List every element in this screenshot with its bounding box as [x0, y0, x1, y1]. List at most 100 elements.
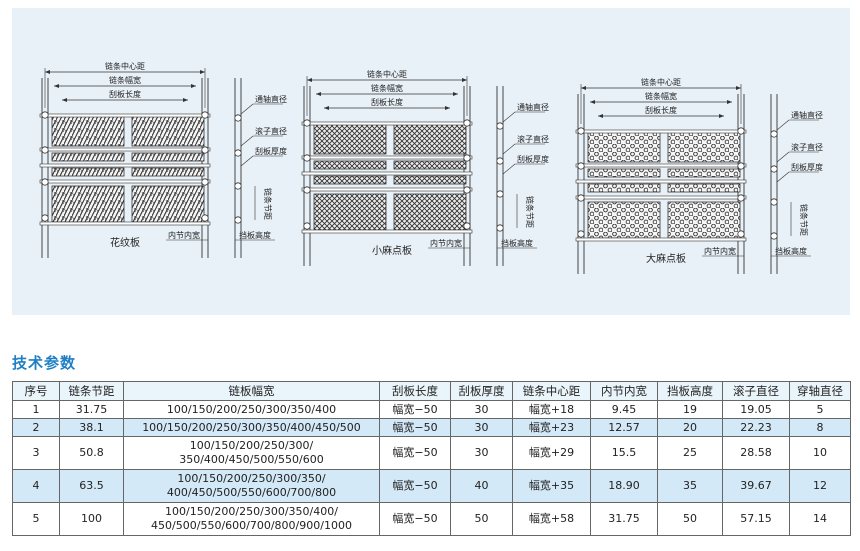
cell-center-distance: 幅宽+29	[512, 436, 591, 470]
roller	[737, 127, 745, 135]
header-no: 序号	[12, 381, 60, 401]
arrow-head	[590, 100, 595, 104]
side-roller	[234, 216, 242, 224]
plate-caption: 大麻点板	[646, 252, 686, 265]
arrow-head	[191, 84, 196, 88]
width-line: 100/150/200/250/300/350/400/450/500	[142, 420, 361, 434]
dimension-label: 链条中心距	[641, 77, 681, 87]
header-center-distance: 链条中心距	[512, 381, 591, 401]
dimension-label: 刮板长度	[371, 97, 403, 107]
cell-center-distance: 幅宽+35	[512, 469, 591, 503]
width-line: 400/450/500/550/600/700/800	[166, 486, 337, 499]
width-line: 350/400/450/500/550/600	[179, 453, 324, 466]
arrow-head	[45, 70, 50, 74]
roller	[303, 154, 311, 162]
roller	[577, 127, 585, 135]
roller	[201, 214, 209, 222]
arrow-head	[183, 98, 188, 102]
side-roller	[234, 114, 242, 122]
cross-bar	[39, 147, 211, 152]
cell-roller-diameter: 22.23	[722, 418, 790, 437]
leader-line	[776, 151, 790, 163]
plate-section	[51, 185, 125, 223]
side-roller	[496, 122, 504, 130]
plate-caption: 花纹板	[110, 236, 140, 249]
cell-no: 4	[12, 469, 60, 503]
baffle-height-label: 挡板高度	[239, 230, 271, 240]
leader-line	[502, 143, 516, 155]
roller	[201, 146, 209, 154]
cell-width: 100/150/200/250/300/350/400/450/500/550/…	[123, 469, 380, 503]
leader-line	[776, 119, 790, 131]
cell-pitch: 63.5	[59, 469, 124, 503]
roller	[577, 194, 585, 202]
dimension-label: 链条幅宽	[645, 91, 677, 101]
cell-thickness: 30	[450, 418, 513, 437]
cell-shaft-diameter: 14	[789, 502, 851, 536]
width-line: 100/150/200/250/300/350/	[177, 472, 326, 485]
plate-section	[667, 183, 741, 193]
cross-bar	[575, 237, 747, 242]
plate-section	[667, 201, 741, 239]
arrow-head	[598, 114, 603, 118]
leader-line	[240, 103, 254, 115]
arrow-head	[54, 84, 59, 88]
cell-baffle-height: 35	[657, 469, 723, 503]
cell-width: 100/150/200/250/300/350/400	[123, 400, 380, 419]
cell-no: 3	[12, 436, 60, 470]
table-header-row: 序号链条节距链板幅宽刮板长度刮板厚度链条中心距内节内宽挡板高度滚子直径穿轴直径	[12, 381, 851, 401]
side-label: 滚子直径	[791, 142, 823, 152]
cell-scraper-length: 幅宽−50	[379, 502, 451, 536]
cross-bar	[39, 163, 211, 168]
side-roller	[496, 224, 504, 232]
cell-width: 100/150/200/250/300/350/400/450/500/550/…	[123, 436, 380, 470]
cell-baffle-height: 19	[657, 400, 723, 419]
plate-section	[393, 160, 467, 170]
dimension-label: 链条中心距	[105, 61, 145, 71]
width-line: 100/150/200/250/300/	[189, 439, 314, 452]
roller	[577, 230, 585, 238]
width-line: 100/150/200/250/300/350/400/	[165, 505, 338, 518]
plate-section	[313, 160, 387, 170]
side-roller	[496, 157, 504, 165]
side-label: 通轴直径	[255, 94, 287, 104]
plate-caption: 小麻点板	[372, 244, 412, 257]
roller	[201, 111, 209, 119]
roller	[463, 186, 471, 194]
width-line: 450/500/550/600/700/800/900/1000	[151, 519, 352, 532]
leader-line	[502, 163, 516, 175]
diagram-panel: 链条中心距链条幅宽刮板长度通轴直径滚子直径刮板厚度链条节距内节内宽挡板高度花纹板…	[12, 8, 850, 315]
plate-section	[393, 123, 467, 155]
plate-section	[313, 193, 387, 231]
cell-thickness: 30	[450, 436, 513, 470]
cell-inner-width: 12.57	[590, 418, 658, 437]
inner-width-label: 内节内宽	[430, 238, 462, 248]
baffle-height-label: 挡板高度	[501, 238, 533, 248]
width-line: 100/150/200/250/300/350/400	[166, 402, 337, 416]
cross-bar	[575, 163, 747, 168]
roller	[577, 162, 585, 170]
cross-bar	[39, 221, 211, 226]
cell-inner-width: 15.5	[590, 436, 658, 470]
cell-width: 100/150/200/250/300/350/400/450/500	[123, 418, 380, 437]
cell-shaft-diameter: 10	[789, 436, 851, 470]
section-title: 技术参数	[12, 354, 77, 372]
plate-section	[393, 193, 467, 231]
cell-inner-width: 31.75	[590, 502, 658, 536]
cell-pitch: 50.8	[59, 436, 124, 470]
roller	[303, 222, 311, 230]
arrow-head	[736, 86, 741, 90]
diagram-large-dots: 链条中心距链条幅宽刮板长度通轴直径滚子直径刮板厚度链条节距内节内宽挡板高度大麻点…	[575, 77, 823, 274]
dimension-label: 链条中心距	[367, 69, 407, 79]
cell-inner-width: 18.90	[590, 469, 658, 503]
cell-no: 5	[12, 502, 60, 536]
roller	[41, 146, 49, 154]
arrow-head	[62, 98, 67, 102]
inner-width-label: 内节内宽	[168, 230, 200, 240]
roller	[201, 178, 209, 186]
plate-section	[587, 201, 661, 239]
